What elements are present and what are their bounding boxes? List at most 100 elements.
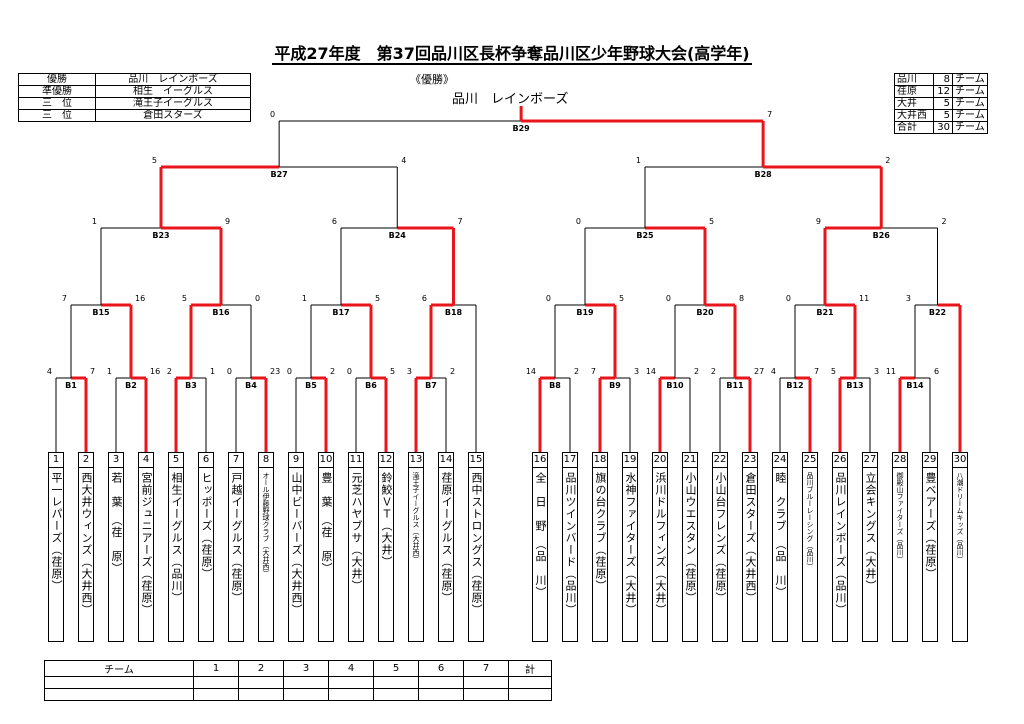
game-id: B2 xyxy=(125,381,137,390)
team-name: 西中ストロングス（荏原） xyxy=(470,472,483,616)
team-number: 19 xyxy=(623,453,637,468)
team-name: 睦 クラブ （品 川） xyxy=(774,472,787,599)
team-number: 18 xyxy=(593,453,607,468)
team-name: 元芝ハヤブサ（大井） xyxy=(350,472,363,592)
team-number: 2 xyxy=(79,453,93,468)
champion-caption: 《優勝》 xyxy=(410,73,454,86)
game-id: B4 xyxy=(245,381,257,390)
team-name: 鈴鮫ＶＴ（大井） xyxy=(380,472,393,568)
game-score-left: 6 xyxy=(422,294,427,303)
scoreboard-row xyxy=(44,688,552,701)
team-name: オール伊藤野球クラブ（大井西） xyxy=(262,472,270,577)
team-number: 7 xyxy=(229,453,243,468)
game-id: B21 xyxy=(816,308,834,317)
game-score-right: 0 xyxy=(255,294,260,303)
game-score-left: 0 xyxy=(786,294,791,303)
team-name: 豊 葉 （荏 原） xyxy=(320,472,333,575)
team-number: 16 xyxy=(533,453,547,468)
team-name: 平一レパーズ（荏原） xyxy=(50,472,63,592)
team-box: 8 オール伊藤野球クラブ（大井西） xyxy=(258,452,274,642)
team-name: 西大井ウィンズ（大井西） xyxy=(80,472,93,616)
game-id: B8 xyxy=(549,381,561,390)
game-score-left: 1 xyxy=(636,156,641,165)
team-name: 全 日 野 （品 川） xyxy=(534,472,547,599)
results-row: 優勝品川 レインボーズ xyxy=(18,73,251,86)
game-id: B10 xyxy=(666,381,684,390)
team-name: 滝王子イーグルス（大井西） xyxy=(412,472,420,563)
team-name: 御殿山ファイターズ（品川） xyxy=(896,472,904,563)
team-number: 29 xyxy=(923,453,937,468)
game-id: B3 xyxy=(185,381,197,390)
game-score-right: 6 xyxy=(934,367,939,376)
game-id: B5 xyxy=(305,381,317,390)
game-score-right: 5 xyxy=(619,294,624,303)
team-number: 11 xyxy=(349,453,363,468)
team-name: 浜川ドルフィンズ（大井） xyxy=(654,472,667,616)
team-number: 21 xyxy=(683,453,697,468)
inning-header: 1 xyxy=(193,660,239,677)
game-id: B28 xyxy=(755,170,773,179)
game-score-left: 0 xyxy=(227,367,232,376)
game-score-left: 1 xyxy=(92,217,97,226)
team-number: 8 xyxy=(259,453,273,468)
game-score-left: 14 xyxy=(646,367,656,376)
team-number: 4 xyxy=(139,453,153,468)
team-box: 15 西中ストロングス（荏原） xyxy=(468,452,484,642)
game-id: B1 xyxy=(65,381,77,390)
game-id: B12 xyxy=(786,381,803,390)
team-box: 4 宮前ジュニアーズ（荏原） xyxy=(138,452,154,642)
team-number: 22 xyxy=(713,453,727,468)
game-score-left: 11 xyxy=(886,367,896,376)
game-score-right: 2 xyxy=(885,156,890,165)
game-score-left: 0 xyxy=(576,217,581,226)
team-name: 水神ファイターズ（大井） xyxy=(624,472,637,616)
game-id: B27 xyxy=(271,170,288,179)
game-score-right: 5 xyxy=(375,294,380,303)
team-number: 17 xyxy=(563,453,577,468)
team-number: 9 xyxy=(289,453,303,468)
team-number: 5 xyxy=(169,453,183,468)
team-name: 宮前ジュニアーズ（荏原） xyxy=(140,472,153,616)
scoreboard-header-row: チーム 1 2 3 4 5 6 7 計 xyxy=(44,660,552,677)
game-id: B23 xyxy=(152,231,169,240)
game-score-right: 7 xyxy=(767,110,772,119)
game-score-left: 0 xyxy=(347,367,352,376)
game-score-right: 1 xyxy=(210,367,215,376)
inning-header: 5 xyxy=(373,660,419,677)
game-id: B9 xyxy=(609,381,621,390)
game-score-left: 7 xyxy=(62,294,67,303)
results-row: 三 位倉田スターズ xyxy=(18,109,251,122)
team-number: 28 xyxy=(893,453,907,468)
game-score-right: 2 xyxy=(694,367,699,376)
game-score-left: 14 xyxy=(526,367,536,376)
scoreboard-team-header: チーム xyxy=(44,660,194,677)
team-number: 15 xyxy=(469,453,483,468)
team-box: 19 水神ファイターズ（大井） xyxy=(622,452,638,642)
inning-header: 2 xyxy=(238,660,284,677)
game-score-right: 5 xyxy=(709,217,714,226)
game-score-right: 4 xyxy=(401,156,406,165)
team-name: 品川ブルーレーシング（品川） xyxy=(806,472,814,570)
game-id: B18 xyxy=(445,308,463,317)
game-score-left: 5 xyxy=(152,156,157,165)
